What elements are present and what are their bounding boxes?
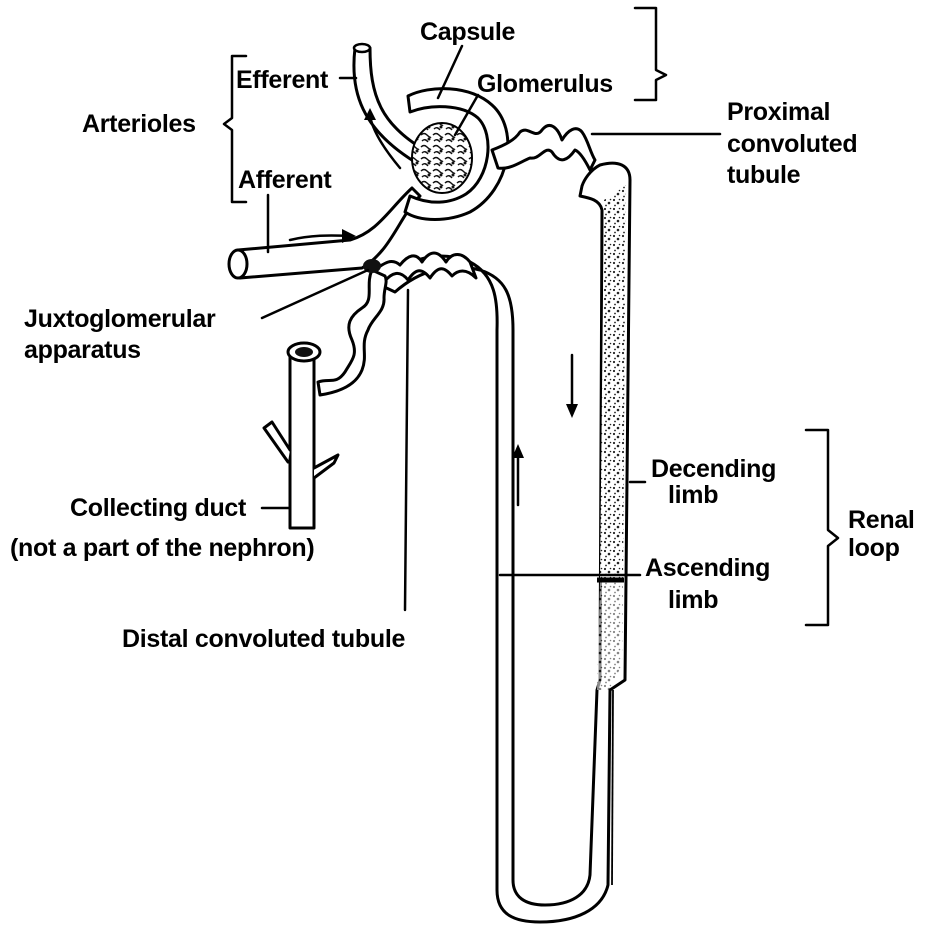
labels: Capsule Glomerulus Efferent Arterioles A… xyxy=(10,18,915,653)
glomerulus xyxy=(412,123,472,193)
label-descending-line1: Decending xyxy=(651,455,776,483)
collecting-duct xyxy=(264,343,338,528)
label-glomerulus: Glomerulus xyxy=(477,70,613,98)
label-proximal-line3: tubule xyxy=(727,161,801,189)
label-capsule: Capsule xyxy=(420,18,516,46)
label-proximal-line2: convoluted xyxy=(727,130,857,158)
label-afferent: Afferent xyxy=(238,166,332,194)
label-proximal-line1: Proximal xyxy=(727,98,830,126)
label-juxtoglomerular-line2: apparatus xyxy=(24,336,141,364)
label-renal-line1: Renal xyxy=(848,506,915,534)
label-distal: Distal convoluted tubule xyxy=(122,625,405,653)
label-arterioles: Arterioles xyxy=(82,110,196,138)
label-collecting-duct-line1: Collecting duct xyxy=(70,494,247,522)
label-ascending-line1: Ascending xyxy=(645,554,770,582)
label-efferent: Efferent xyxy=(236,66,329,94)
label-ascending-line2: limb xyxy=(668,586,718,614)
renal-loop-tube xyxy=(380,163,630,922)
label-collecting-duct-line2: (not a part of the nephron) xyxy=(10,534,314,562)
label-renal-line2: loop xyxy=(848,534,900,562)
label-juxtoglomerular-line1: Juxtoglomerular xyxy=(24,305,216,333)
descending-limb-shading xyxy=(600,185,626,580)
distal-convoluted-tubule xyxy=(318,253,476,395)
label-descending-line2: limb xyxy=(668,481,718,509)
